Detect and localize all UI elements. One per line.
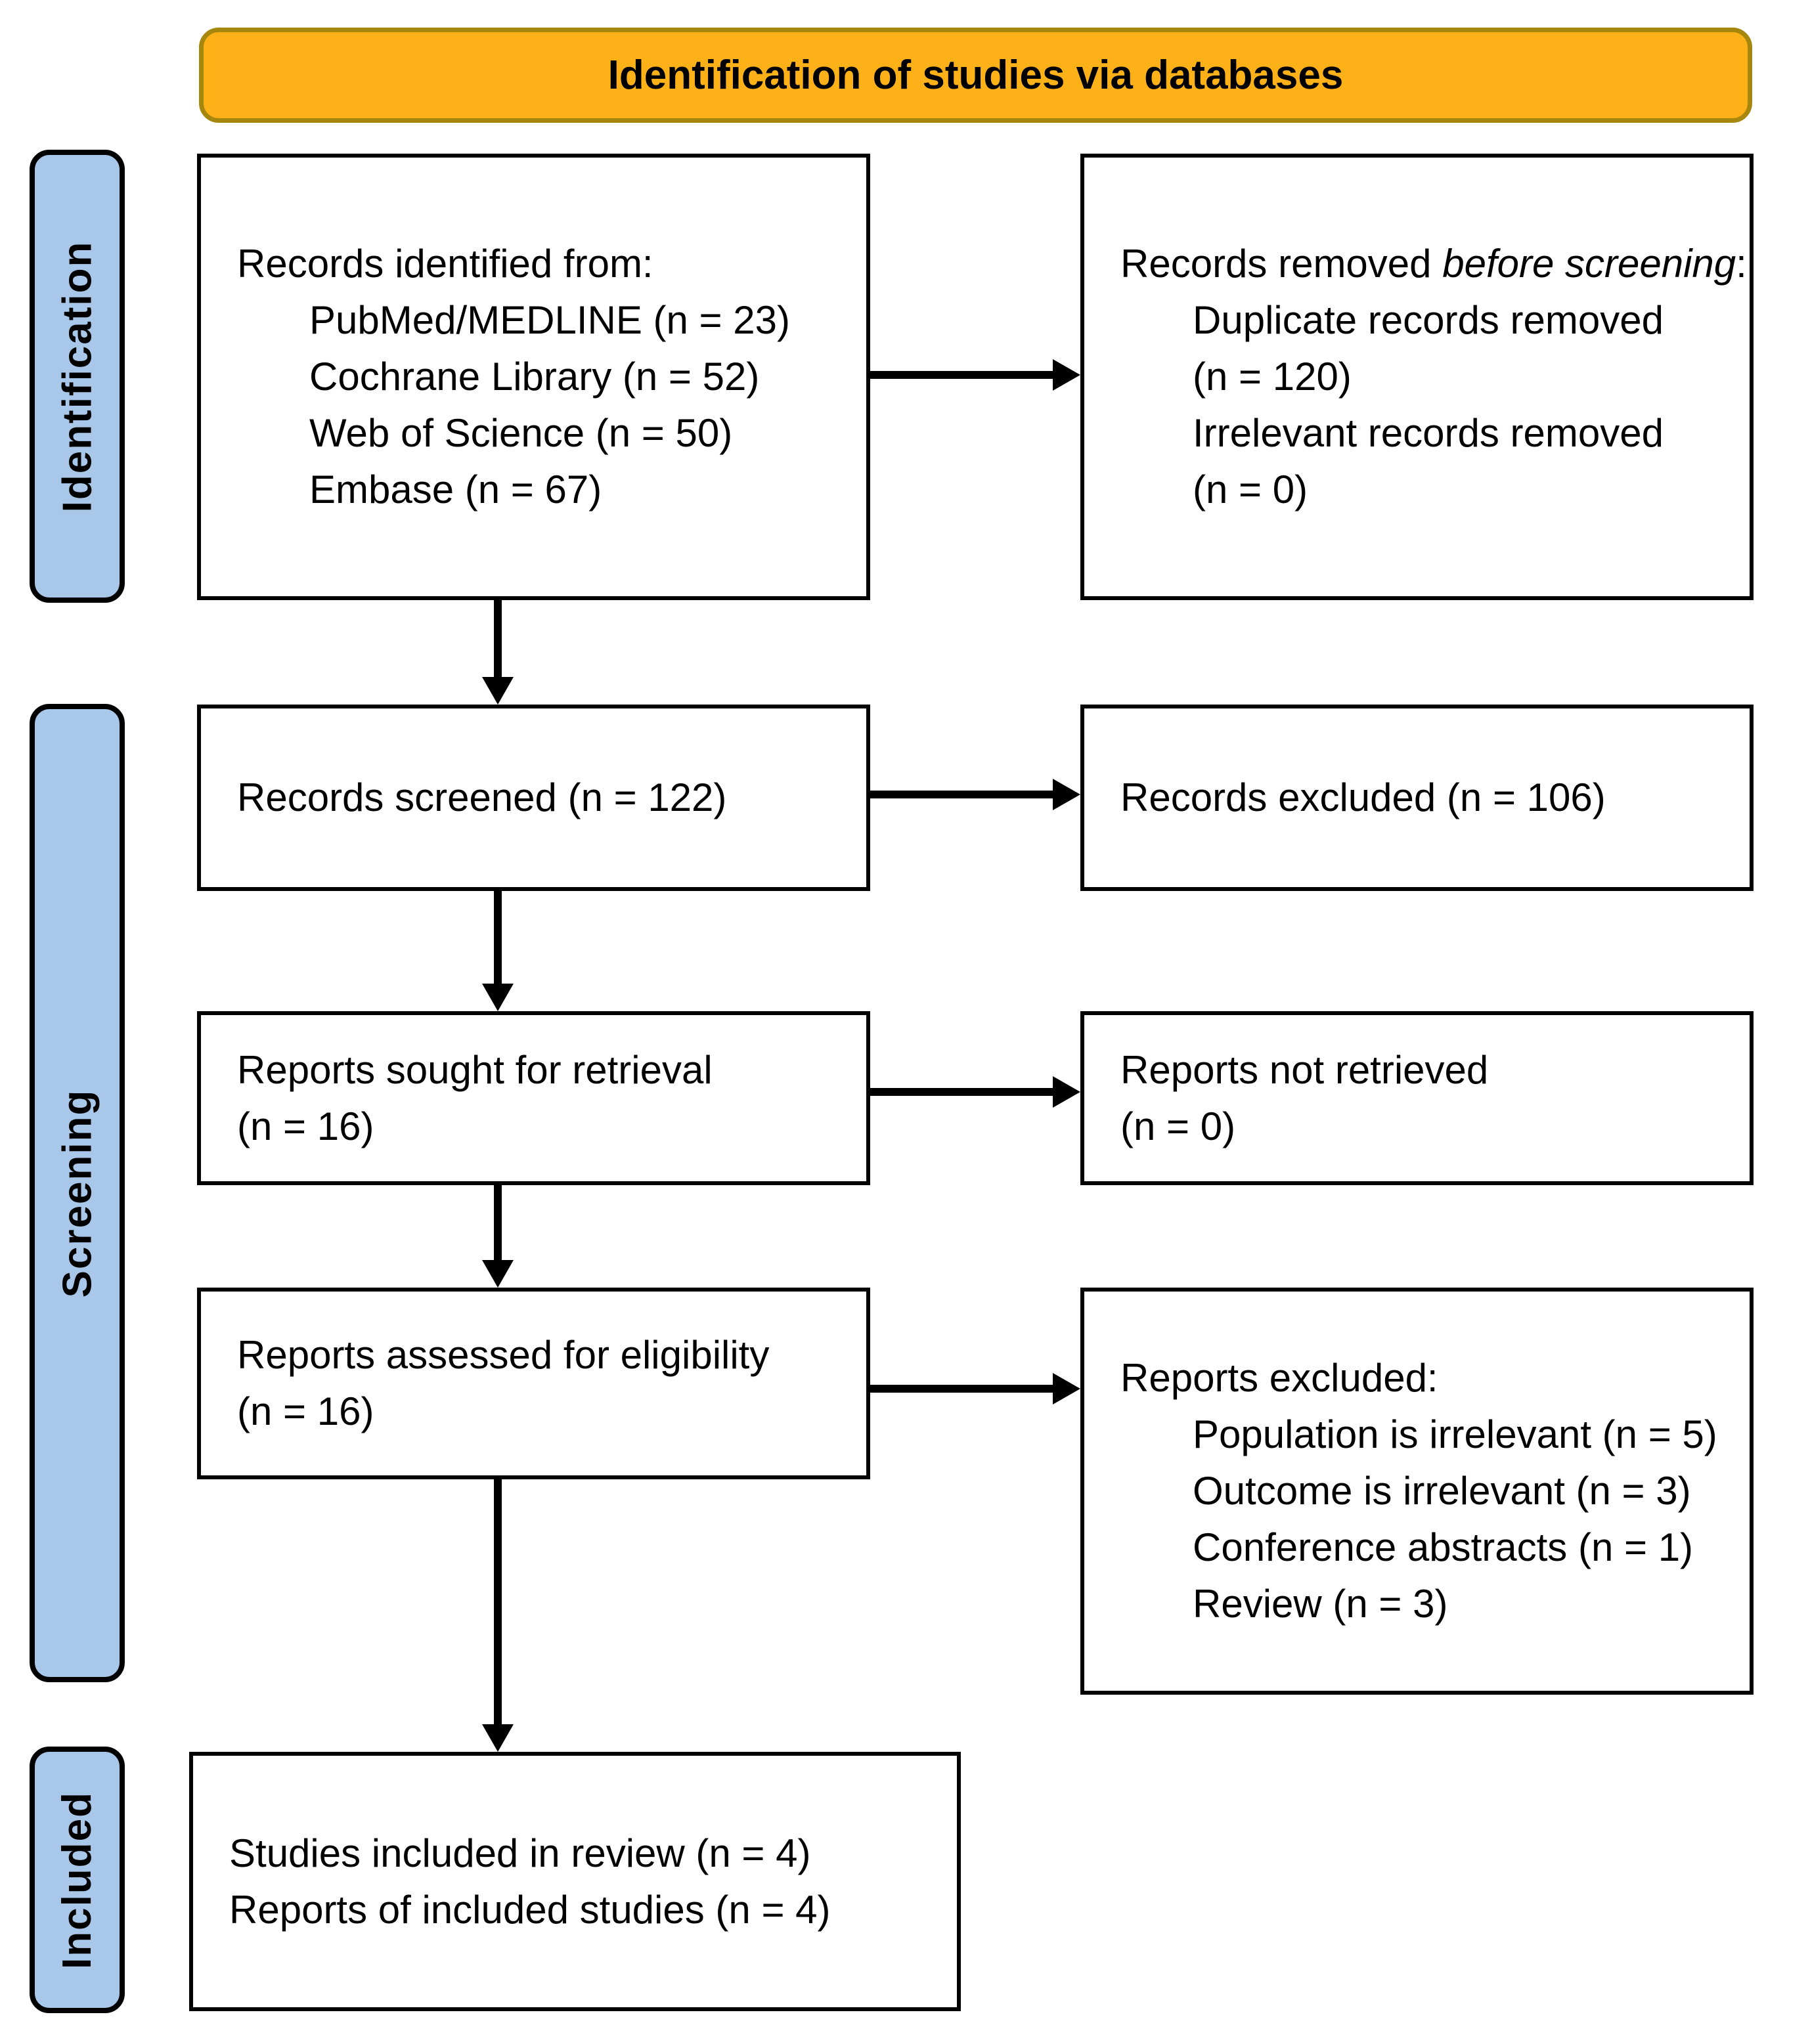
arrow-down-icon — [482, 984, 514, 1011]
records-removed-box: Records removed before screening: Duplic… — [1080, 154, 1754, 600]
stage-label-screening-text: Screening — [55, 1089, 100, 1297]
stage-label-identification-text: Identification — [55, 240, 100, 512]
box-title: Records identified from: — [237, 242, 653, 286]
database-count-item: Web of Science (n = 50) — [309, 411, 733, 455]
box-title-suffix: : — [1736, 242, 1747, 286]
box-text: Reports assessed for eligibility — [237, 1333, 770, 1377]
arrow-down-shaft — [494, 891, 502, 985]
excluded-reason-item: Review (n = 3) — [1193, 1582, 1448, 1626]
box-text: Records excluded (n = 106) — [1120, 775, 1606, 819]
arrow-right-icon — [1053, 1373, 1080, 1404]
stage-label-included-text: Included — [55, 1791, 100, 1969]
banner-identification-via-databases: Identification of studies via databases — [199, 28, 1752, 123]
arrow-right-shaft — [870, 1385, 1054, 1393]
stage-label-included: Included — [30, 1747, 125, 2013]
arrow-right-icon — [1053, 359, 1080, 391]
arrow-right-icon — [1053, 779, 1080, 810]
arrow-right-shaft — [870, 371, 1054, 379]
box-text: Reports sought for retrieval — [237, 1047, 713, 1092]
box-title-prefix: Records removed — [1120, 242, 1443, 286]
removed-reason-item: Irrelevant records removed — [1193, 411, 1664, 455]
arrow-right-icon — [1053, 1076, 1080, 1108]
arrow-right-shaft — [870, 1088, 1054, 1096]
box-title: Records removed before screening: — [1120, 236, 1747, 292]
database-count-item: Cochrane Library (n = 52) — [309, 355, 760, 399]
box-text: Reports of included studies (n = 4) — [229, 1887, 831, 1932]
removed-reason-item: Duplicate records removed — [1193, 298, 1664, 342]
box-count: (n = 16) — [237, 1389, 374, 1433]
arrow-down-icon — [482, 1724, 514, 1752]
reports-sought-box: Reports sought for retrieval (n = 16) — [197, 1011, 870, 1185]
excluded-reason-item: Outcome is irrelevant (n = 3) — [1193, 1469, 1691, 1513]
arrow-right-shaft — [870, 791, 1054, 798]
box-text: Reports not retrieved — [1120, 1047, 1489, 1092]
arrow-down-shaft — [494, 1479, 502, 1726]
excluded-reason-item: Population is irrelevant (n = 5) — [1193, 1412, 1717, 1456]
records-excluded-box: Records excluded (n = 106) — [1080, 705, 1754, 891]
banner-title: Identification of studies via databases — [607, 53, 1344, 98]
database-count-item: Embase (n = 67) — [309, 468, 602, 511]
arrow-down-shaft — [494, 1185, 502, 1261]
arrow-down-icon — [482, 677, 514, 705]
box-title-italic: before screening — [1442, 242, 1736, 286]
excluded-reason-item: Conference abstracts (n = 1) — [1193, 1525, 1694, 1569]
database-count-item: PubMed/MEDLINE (n = 23) — [309, 298, 790, 342]
arrow-down-icon — [482, 1260, 514, 1288]
arrow-down-shaft — [494, 600, 502, 680]
reports-assessed-box: Reports assessed for eligibility (n = 16… — [197, 1288, 870, 1479]
records-identified-box: Records identified from: PubMed/MEDLINE … — [197, 154, 870, 600]
box-text: Records screened (n = 122) — [237, 775, 727, 819]
box-text: Studies included in review (n = 4) — [229, 1831, 811, 1875]
box-title: Reports excluded: — [1120, 1356, 1438, 1400]
removed-reason-count: (n = 0) — [1193, 468, 1308, 511]
box-count: (n = 16) — [237, 1104, 374, 1148]
reports-excluded-box: Reports excluded: Population is irreleva… — [1080, 1288, 1754, 1695]
box-count: (n = 0) — [1120, 1104, 1236, 1148]
records-screened-box: Records screened (n = 122) — [197, 705, 870, 891]
stage-label-screening: Screening — [30, 704, 125, 1682]
stage-label-identification: Identification — [30, 150, 125, 603]
studies-included-box: Studies included in review (n = 4) Repor… — [189, 1752, 961, 2011]
reports-not-retrieved-box: Reports not retrieved (n = 0) — [1080, 1011, 1754, 1185]
removed-reason-count: (n = 120) — [1193, 355, 1352, 399]
